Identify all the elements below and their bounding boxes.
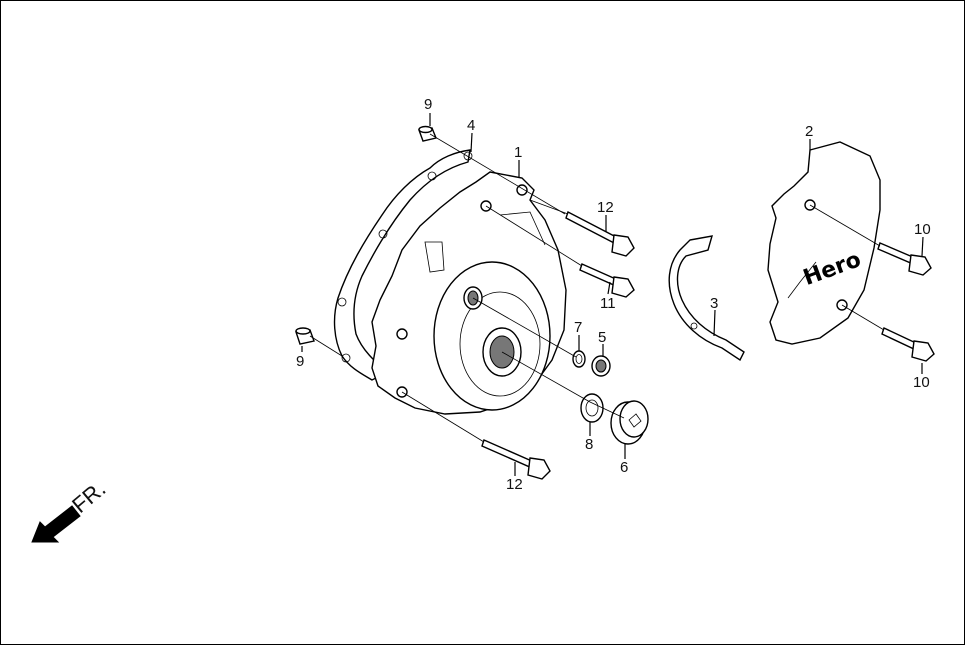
washer-8 (580, 393, 604, 423)
arrow-down-left-icon (31, 505, 81, 543)
callout-10-upper: 10 (914, 221, 931, 238)
callout-2: 2 (805, 123, 813, 140)
callout-5: 5 (598, 329, 606, 346)
callout-12-upper: 12 (597, 199, 614, 216)
callout-3: 3 (710, 295, 718, 312)
gasket (333, 149, 473, 381)
callout-8: 8 (585, 436, 593, 453)
callout-6: 6 (620, 459, 628, 476)
callout-numbers: 9 4 1 12 11 9 7 5 8 6 12 3 2 10 10 (296, 96, 931, 493)
bolt-12-upper (565, 211, 635, 257)
guide-plate-3 (668, 235, 745, 362)
bolt-12-lower (481, 439, 551, 480)
callout-4: 4 (467, 117, 475, 134)
callout-10-lower: 10 (913, 374, 930, 391)
callout-11: 11 (600, 295, 616, 312)
bolt-10-upper (877, 242, 932, 276)
alignment-lines (309, 133, 885, 443)
hole-cap-6 (610, 400, 649, 445)
dowel-pin-top (418, 125, 437, 142)
callout-9-top: 9 (424, 96, 432, 113)
drive-sprocket-cover: Hero (767, 141, 881, 345)
bolt-10-lower (881, 327, 935, 362)
callout-1: 1 (514, 144, 522, 161)
callout-7: 7 (574, 319, 582, 336)
o-ring-7 (572, 350, 586, 368)
callout-9-left: 9 (296, 353, 304, 370)
timing-hole-cap-5 (591, 355, 611, 377)
dowel-pin-left (295, 327, 315, 345)
callout-leaders (301, 113, 924, 476)
front-direction-indicator: FR. (31, 476, 110, 543)
left-crankcase-cover (371, 171, 567, 415)
bolt-11 (579, 263, 635, 298)
callout-12-lower: 12 (506, 476, 523, 493)
